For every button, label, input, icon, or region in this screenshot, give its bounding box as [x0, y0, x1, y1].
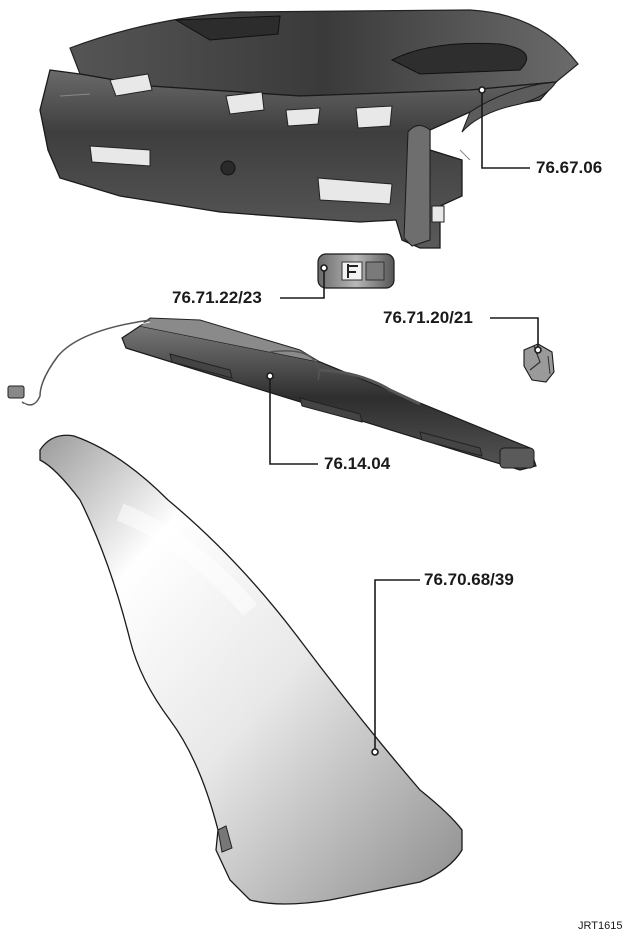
callout-blind-handle: 76.71.22/23 — [172, 288, 262, 307]
leader-dots — [266, 86, 542, 756]
callout-clip: 76.71.20/21 — [383, 308, 473, 327]
parcel-shelf-part — [39, 9, 579, 249]
drawing-reference: JRT1615 — [578, 920, 623, 932]
callout-parcel-shelf: 76.67.06 — [536, 158, 603, 177]
callout-trim-panel: 76.70.68/39 — [424, 570, 514, 589]
sunblind-cable — [21, 319, 151, 406]
shelf-slots — [89, 73, 445, 223]
blind-handle-part — [317, 253, 395, 289]
clip-part — [523, 343, 555, 383]
callout-sunblind: 76.14.04 — [324, 454, 391, 473]
leader-lines — [269, 90, 539, 752]
trim-panel-part — [39, 434, 463, 905]
sunblind-part — [7, 317, 537, 471]
